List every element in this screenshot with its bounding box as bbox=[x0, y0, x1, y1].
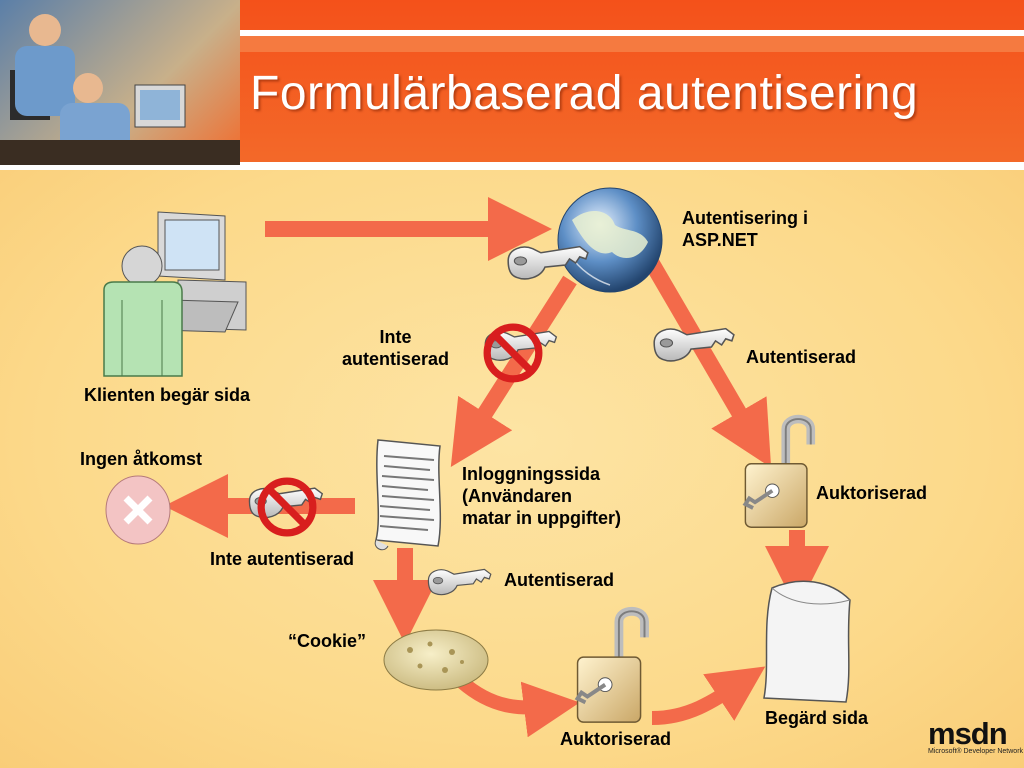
slide-title: Formulärbaserad autentisering bbox=[250, 67, 919, 120]
key-authenticated-bottom-icon bbox=[427, 568, 492, 596]
login-page-document-icon bbox=[374, 439, 442, 551]
label-no-access: Ingen åtkomst bbox=[80, 449, 203, 469]
arrow-server-to-lock bbox=[643, 255, 772, 468]
label-client-requests-page: Klienten begär sida bbox=[84, 385, 251, 405]
header-band bbox=[0, 36, 1024, 52]
arrow-lock-to-page-curve bbox=[651, 666, 766, 725]
padlock-bottom-icon bbox=[578, 611, 645, 722]
label-requested-page: Begärd sida bbox=[765, 708, 869, 728]
label-not-authenticated-top: Inte autentiserad bbox=[342, 327, 450, 369]
arrow-cookie-to-lock bbox=[457, 676, 580, 738]
label-cookie: “Cookie” bbox=[288, 631, 367, 651]
cookie-icon bbox=[383, 629, 489, 691]
msdn-logo-subtext: Microsoft® Developer Network bbox=[928, 748, 1024, 755]
slide-header: Formulärbaserad autentisering bbox=[0, 0, 1024, 170]
requested-page-document-icon bbox=[763, 580, 851, 703]
client-person-icon bbox=[103, 245, 183, 377]
header-photo bbox=[0, 0, 240, 165]
no-access-icon bbox=[105, 475, 171, 545]
key-authenticated-right-icon bbox=[653, 327, 735, 362]
label-authorized-right: Auktoriserad bbox=[816, 483, 928, 503]
label-authenticated-right: Autentiserad bbox=[746, 347, 857, 367]
label-authorized-bottom: Auktoriserad bbox=[560, 729, 672, 749]
client-computer-icon bbox=[157, 211, 247, 333]
label-asp-net-authentication: Autentisering i ASP.NET bbox=[682, 208, 809, 250]
header-stripe-top bbox=[0, 30, 1024, 36]
label-login-page: Inloggningssida (Användaren matar in upp… bbox=[462, 464, 622, 528]
label-authenticated-bottom: Autentiserad bbox=[504, 570, 615, 590]
globe-icon bbox=[557, 187, 663, 293]
header-stripe-bottom bbox=[0, 162, 1024, 170]
label-not-authenticated-left: Inte autentiserad bbox=[210, 549, 355, 569]
msdn-logo: msdn bbox=[928, 716, 1008, 751]
header-people-photo-icon bbox=[0, 14, 240, 165]
